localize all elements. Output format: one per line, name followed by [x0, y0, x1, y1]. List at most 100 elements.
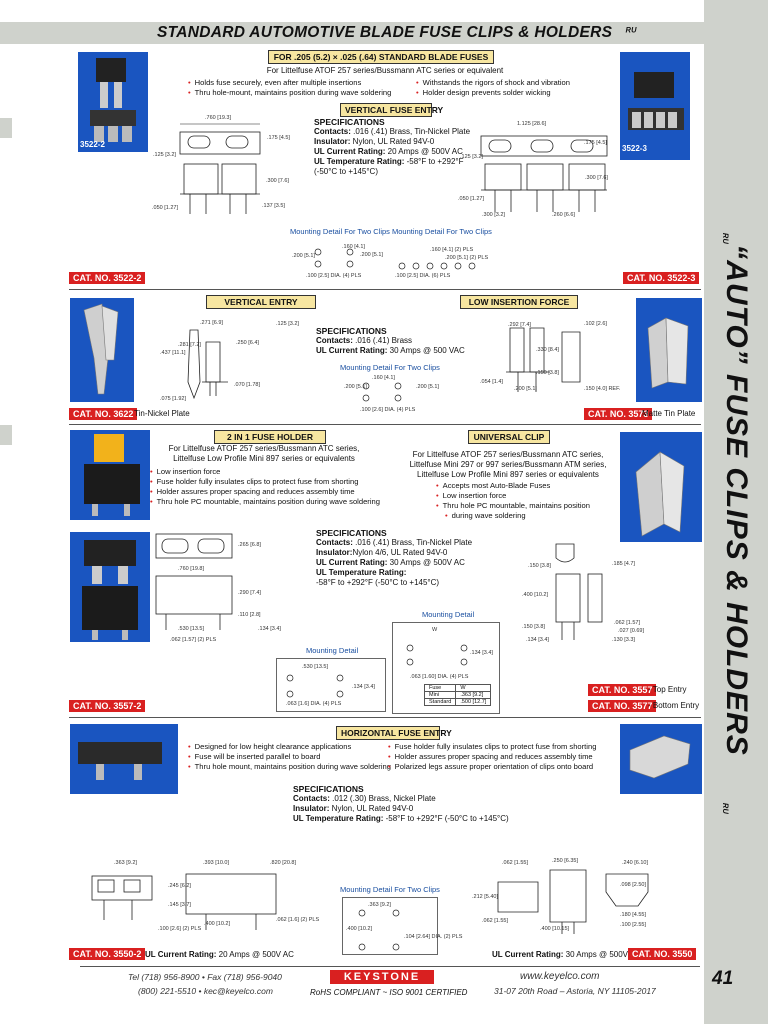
divider: [69, 424, 701, 425]
bullet-item: Low insertion force: [150, 467, 380, 477]
dimension-label: .200 [5.1]: [292, 253, 315, 259]
dimension-label: .100 [2.5] DIA. (4) PLS: [306, 273, 362, 279]
dimension-label: .054 [1.4]: [480, 379, 503, 385]
dimension-label: .125 [3.2]: [276, 321, 299, 327]
bullet-list: Fuse holder fully insulates clips to pro…: [388, 742, 597, 772]
dimension-label: .110 [2.8]: [238, 612, 261, 618]
dimension-label: .330 [8.4]: [536, 347, 559, 353]
product-photo-3550-2: [70, 724, 178, 794]
bullet-item: Fuse holder fully insulates clips to pro…: [150, 477, 380, 487]
catalog-suffix: - Top Entry: [648, 685, 687, 694]
dimension-label: .150 [3.8]: [536, 370, 559, 376]
dimension-label: .250 [6.4]: [236, 340, 259, 346]
low-insertion-force-label: LOW INSERTION FORCE: [460, 295, 578, 309]
dimension-label: .292 [7.4]: [508, 322, 531, 328]
dimension-label: .300 [7.6]: [585, 175, 608, 181]
bullet-item: Thru hole mount, maintains position duri…: [188, 762, 391, 772]
bullet-item: Thru hole PC mountable, maintains positi…: [150, 497, 380, 507]
dimension-label: W: [432, 627, 438, 633]
spec-title: SPECIFICATIONS: [316, 326, 387, 336]
dimension-label: .250 [6.35]: [552, 858, 578, 864]
dimension-label: .050 [1.27]: [152, 205, 178, 211]
specifications: SPECIFICATIONS Contacts: .012 (.30) Bras…: [293, 784, 509, 823]
bullet-item: Low insertion force: [436, 491, 590, 501]
catalog-number: CAT. NO. 3522-2: [69, 272, 146, 284]
section-subtitle: For Littelfuse ATOF 257 series/Bussmann …: [168, 444, 360, 463]
vertical-fuse-entry-label: VERTICAL FUSE ENTRY: [340, 103, 443, 117]
catalog-number: CAT. NO. 3550: [628, 948, 697, 960]
side-title: “AUTO” FUSE CLIPS & HOLDERS: [720, 244, 753, 756]
dimension-label: .265 [6.8]: [238, 542, 261, 548]
footer-divider: [80, 966, 700, 967]
bullet-item: Holds fuse securely, even after multiple…: [188, 78, 391, 88]
product-photo-3557-2-black: [70, 532, 150, 642]
section-subtitle: For Littelfuse ATOF 257 series/Bussmann …: [409, 450, 607, 479]
dimension-label: .437 [11.1]: [160, 350, 186, 356]
dimension-label: .160 [4.1]: [342, 244, 365, 250]
mounting-detail-title: Mounting Detail For Two Clips: [340, 885, 440, 894]
drawing-3622: [187, 329, 228, 400]
drawing-3550: [497, 869, 649, 934]
bullet-item: Polarized legs assure proper orientation…: [388, 762, 596, 772]
catalog-number: CAT. NO. 3557: [588, 684, 657, 696]
header-band: [0, 22, 704, 44]
vertical-entry-label: VERTICAL ENTRY: [206, 295, 316, 309]
horizontal-fuse-entry-label: HORIZONTAL FUSE ENTRY: [336, 726, 452, 740]
dimension-label: .062 [1.55]: [482, 918, 508, 924]
dimension-label: .100 [2.55]: [620, 922, 646, 928]
dimension-label: .400 [10.2]: [522, 592, 548, 598]
photo-label: 3522-2: [80, 140, 105, 149]
bullet-item: Thru hole-mount, maintains position duri…: [188, 88, 392, 98]
catalog-number: CAT. NO. 3573: [584, 408, 653, 420]
footer-contact[interactable]: (800) 221-5510 • kec@keyelco.com: [138, 986, 273, 996]
footer-website-link[interactable]: www.keyelco.com: [520, 971, 600, 982]
bullet-list: Holds fuse securely, even after multiple…: [188, 78, 392, 98]
catalog-rating: UL Current Rating: 20 Amps @ 500V AC: [145, 950, 294, 959]
dimension-label: .100 [2.5] DIA. (6) PLS: [395, 273, 451, 279]
dimension-label: .125 [3.2]: [460, 154, 483, 160]
side-bar: [704, 0, 768, 1024]
dimension-label: .281 [7.2]: [178, 342, 201, 348]
drawing-3522-3: [480, 135, 608, 212]
dimension-label: .271 [6.9]: [200, 320, 223, 326]
mounting-detail-box: [276, 658, 386, 712]
mounting-detail-drawing: [406, 644, 468, 666]
keystone-logo: KEYSTONE: [330, 970, 434, 984]
mounting-detail-drawing: [358, 909, 400, 951]
dimension-label: .400 [10.2]: [204, 921, 230, 927]
dimension-label: .300 [7.6]: [266, 178, 289, 184]
dimension-label: .300 [3.2]: [482, 212, 505, 218]
page-number: 41: [712, 968, 734, 989]
dimension-label: .530 [13.5]: [178, 626, 204, 632]
dimension-label: .820 [20.8]: [270, 860, 296, 866]
catalog-suffix: Tin-Nickel Plate: [134, 409, 190, 418]
bullet-item: Withstands the rigors of shock and vibra…: [416, 78, 570, 88]
mounting-detail-title: Mounting Detail: [422, 610, 475, 619]
dimension-label: .530 [13.5]: [302, 664, 328, 670]
dimension-label: .200 [5.1]: [344, 384, 367, 390]
dimension-label: .760 [19.3]: [205, 115, 231, 121]
catalog-suffix: Matte Tin Plate: [642, 409, 696, 418]
ul-mark-icon: ᴿᵁ: [717, 802, 730, 814]
bullet-item: Fuse will be inserted parallel to board: [188, 752, 391, 762]
footer-certifications: RoHS COMPLIANT ~ ISO 9001 CERTIFIED: [310, 988, 468, 997]
bullet-item: Holder assures proper spacing and reduce…: [150, 487, 380, 497]
specifications: SPECIFICATIONS Contacts: .016 (.41) Bras…: [316, 528, 473, 587]
mounting-detail-title: Mounting Detail For Two Clips: [340, 363, 440, 372]
dimension-label: .760 [19.8]: [178, 566, 204, 572]
catalog-number: CAT. NO. 3522-3: [623, 272, 700, 284]
product-photo-3550: [620, 724, 702, 794]
dimension-label: .150 [3.8]: [522, 624, 545, 630]
mounting-detail-drawing: [286, 674, 344, 698]
spec-title: SPECIFICATIONS: [293, 784, 364, 794]
product-photo-3522-3: [620, 52, 690, 160]
drawing-3522-2: [179, 123, 261, 214]
product-photo-3573: [636, 298, 702, 402]
dimension-label: .145 [3.7]: [168, 902, 191, 908]
dimension-label: .200 [5.1]: [416, 384, 439, 390]
dimension-label: .134 [3.4]: [470, 650, 493, 656]
dimension-label: .062 [1.55]: [502, 860, 528, 866]
bullet-list: Withstands the rigors of shock and vibra…: [416, 78, 570, 98]
dimension-label: .050 [1.27]: [458, 196, 484, 202]
specifications: SPECIFICATIONS Contacts: .016 (.41) Bras…: [314, 117, 471, 176]
